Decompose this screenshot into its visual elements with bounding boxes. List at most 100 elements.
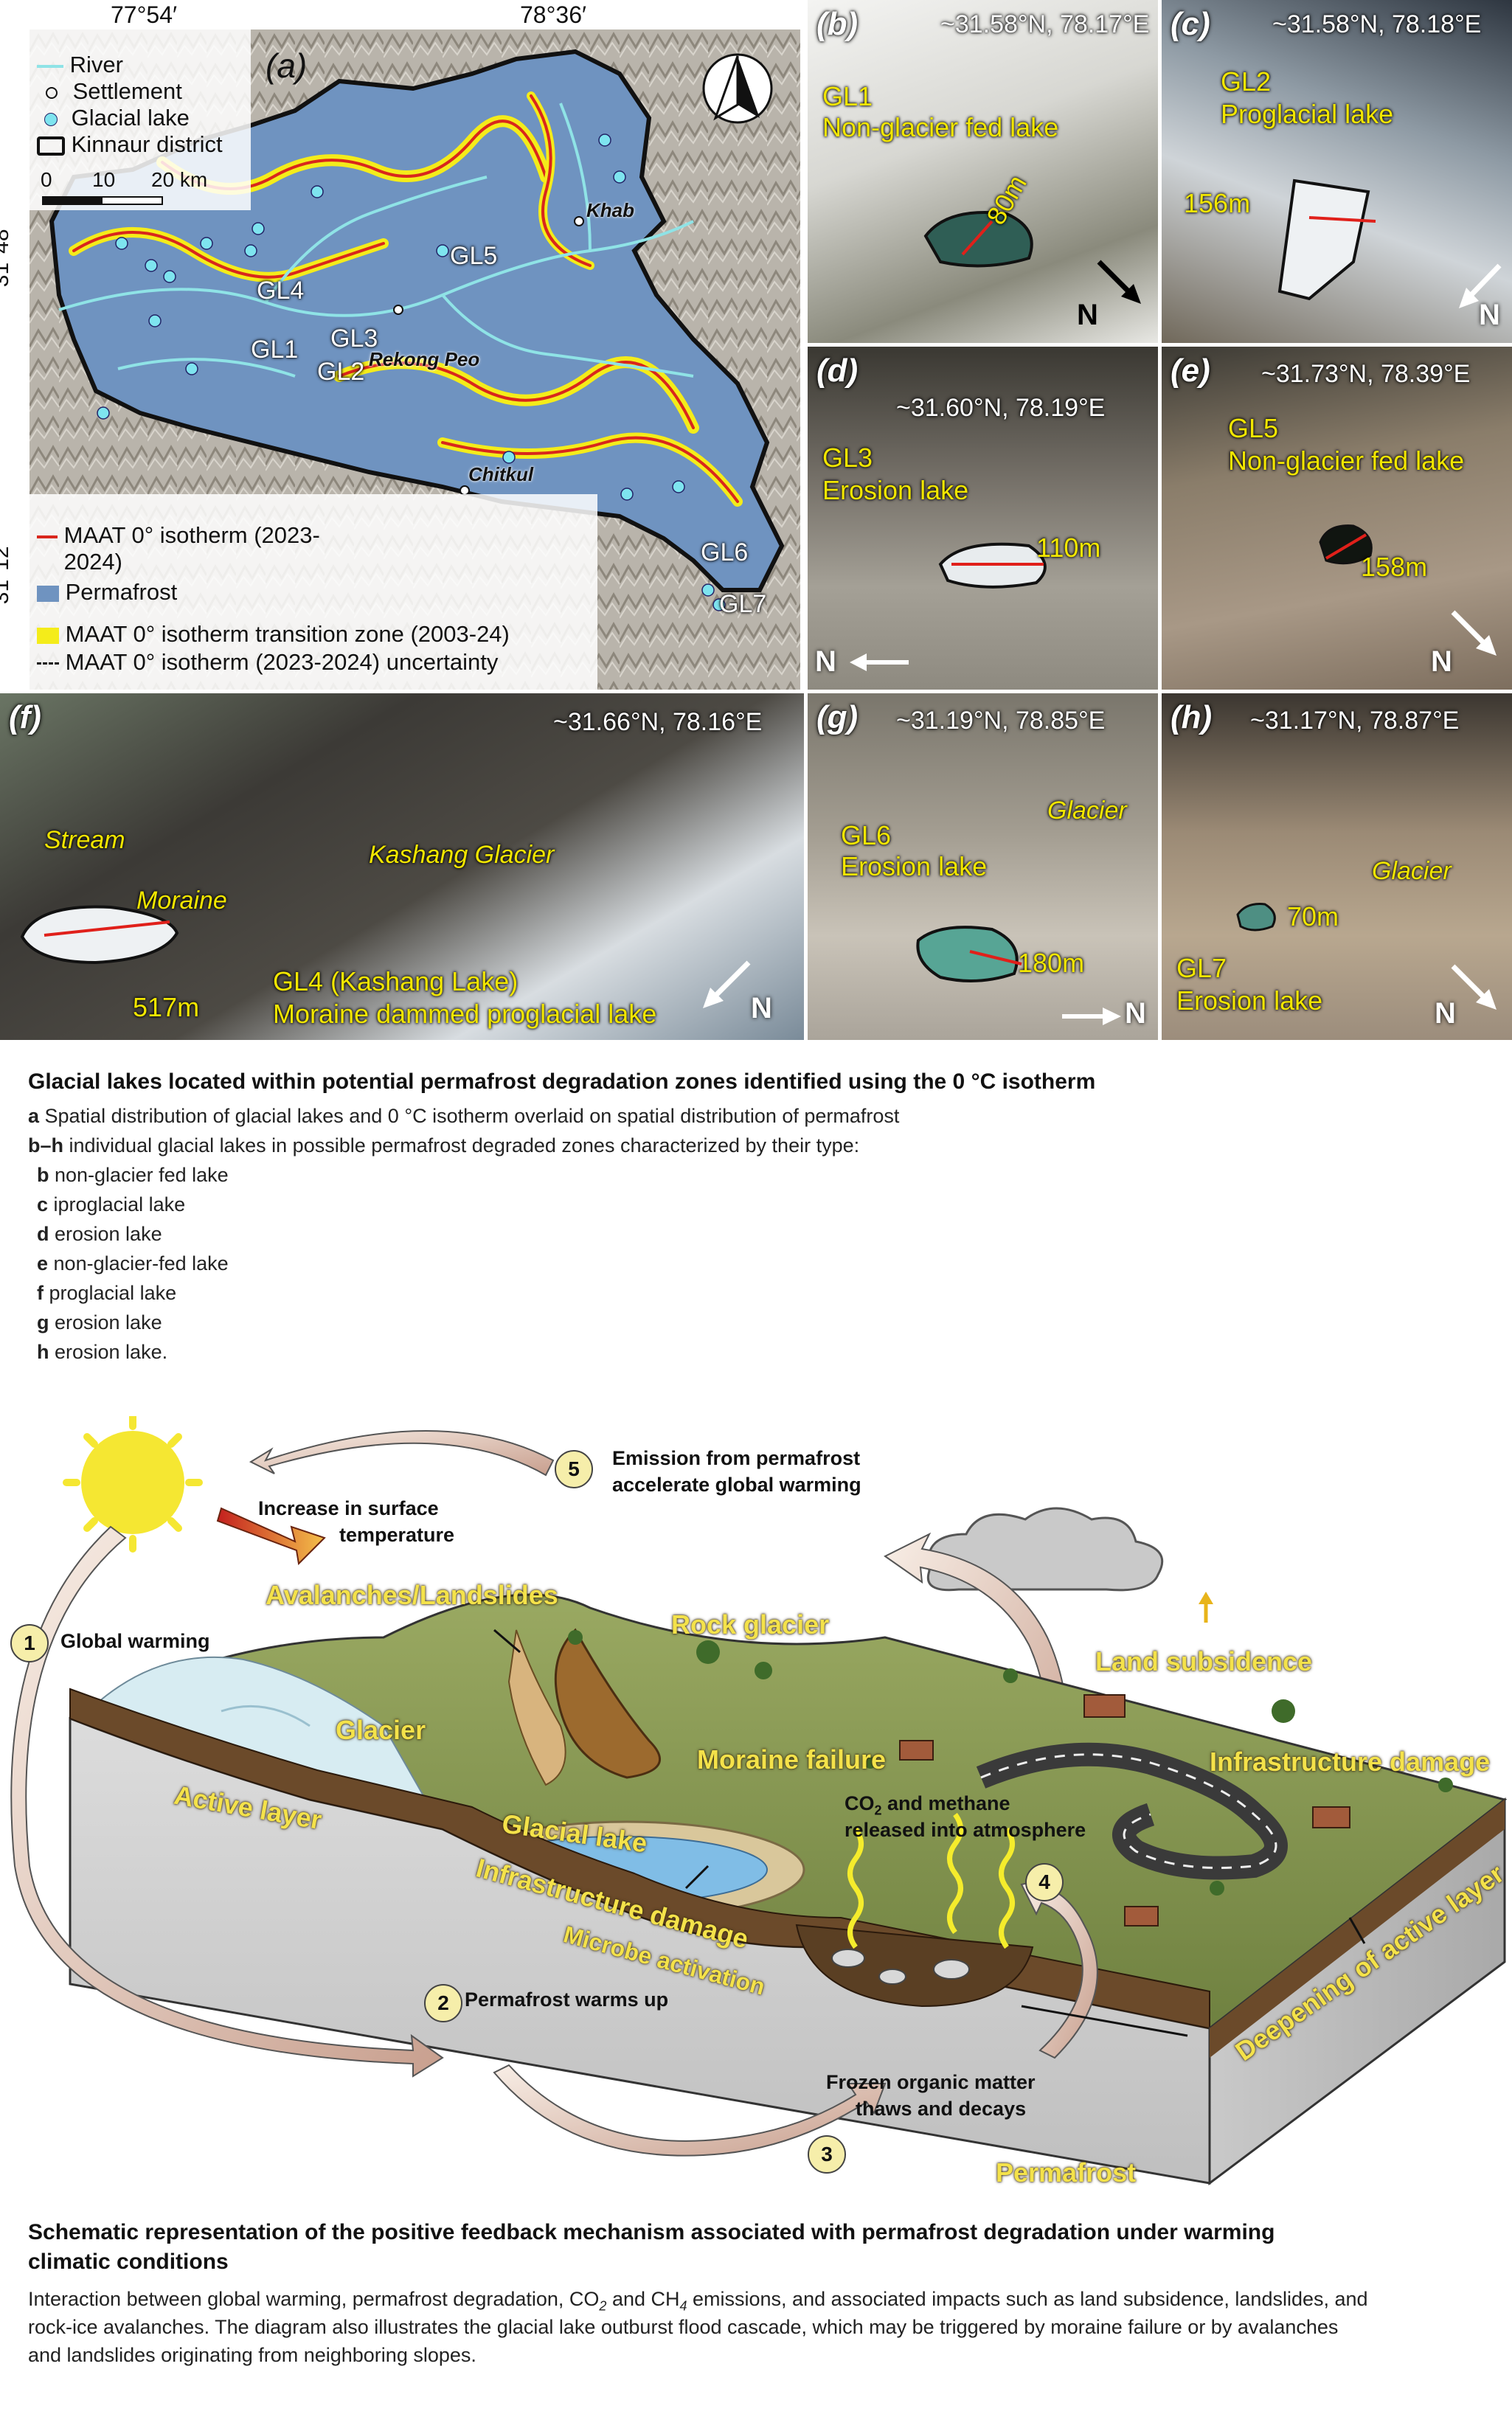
river-line-icon: [37, 64, 63, 68]
label-co2-released: released into atmosphere: [845, 1819, 1086, 1841]
caption-line-d: d erosion lake: [37, 1223, 162, 1246]
lake-dot-icon: [44, 112, 58, 126]
figure-2-caption-body-3: and landslides originating from neighbor…: [28, 2344, 476, 2366]
legend-district-label: Kinnaur district: [71, 131, 223, 157]
panel-h-north-arrow-icon: [1451, 964, 1497, 1010]
label-land-subsidence: Land subsidence: [1095, 1646, 1313, 1676]
map-gl6: GL6: [701, 538, 749, 566]
label-moraine-failure: Moraine failure: [697, 1744, 887, 1775]
settlement-dot-icon: [46, 86, 58, 99]
lake-gl3-shape: [938, 542, 1047, 589]
panel-f-north: N: [751, 992, 772, 1024]
panel-f-id: GL4 (Kashang Lake): [273, 966, 519, 996]
caption-text: non-glacier-fed lake: [48, 1252, 229, 1275]
legend-transition-label: MAAT 0° isotherm transition zone (2003-2…: [65, 621, 510, 647]
caption-text: erosion lake: [49, 1223, 162, 1245]
map-gl1: GL1: [251, 336, 299, 364]
legend-river-label: River: [69, 52, 123, 77]
map-gl4: GL4: [257, 277, 305, 305]
panel-h-id: GL7: [1176, 953, 1227, 983]
panel-b-type: Non-glacier fed lake: [822, 112, 1059, 142]
panel-f-coord: ~31.66°N, 78.16°E: [553, 708, 763, 736]
panel-f-stream: Stream: [44, 826, 125, 854]
panel-e-north: N: [1431, 645, 1452, 678]
legend-district: Kinnaur district: [37, 131, 223, 158]
lake-gl2-shape: [1277, 178, 1376, 301]
panel-f: (f) ~31.66°N, 78.16°E Stream Moraine Kas…: [0, 693, 804, 1040]
caption-text: proglacial lake: [44, 1282, 177, 1304]
isotherm-line-icon: [37, 535, 58, 538]
panel-d: (d) ~31.60°N, 78.19°E GL3 Erosion lake 1…: [808, 347, 1158, 690]
caption-text: individual glacial lakes in possible per…: [63, 1134, 860, 1156]
lake-gl5-shape: [1319, 524, 1373, 565]
panel-c-tag: (c): [1171, 6, 1210, 42]
caption-text: erosion lake: [49, 1311, 162, 1334]
town-khab: Khab: [586, 199, 634, 221]
caption-key: d: [37, 1223, 49, 1245]
panel-f-tag: (f): [9, 699, 41, 735]
label-rock-glacier: Rock glacier: [671, 1609, 830, 1640]
district-box-icon: [37, 136, 65, 156]
co2-sub: 2: [874, 1803, 882, 1818]
panel-g-type: Erosion lake: [841, 851, 988, 881]
panel-d-type: Erosion lake: [822, 475, 969, 505]
panel-c-id: GL2: [1221, 66, 1272, 97]
panel-c-size: 156m: [1184, 188, 1251, 218]
legend-glacial-lake: Glacial lake: [37, 105, 190, 131]
label-frozen-2: thaws and decays: [856, 2098, 1027, 2120]
caption-text: iproglacial lake: [48, 1193, 186, 1216]
caption-key: g: [37, 1311, 49, 1334]
figure-1: 77°54′ 78°36′ 31°48′ 31°12′: [0, 0, 1512, 1047]
caption-text: Spatial distribution of glacial lakes an…: [39, 1105, 900, 1127]
caption-line-b: b non-glacier fed lake: [37, 1164, 229, 1187]
legend-transition: MAAT 0° isotherm transition zone (2003-2…: [37, 621, 510, 648]
panel-f-moraine: Moraine: [136, 887, 227, 915]
panel-h-tag: (h): [1171, 699, 1213, 735]
label-infra-damage-top: Infrastructure damage: [1210, 1747, 1491, 1777]
caption-key: f: [37, 1282, 44, 1304]
panel-b-north-arrow-icon: [1097, 260, 1141, 304]
panel-g-glacier: Glacier: [1047, 797, 1127, 825]
caption-key: b: [37, 1164, 49, 1186]
figure-2-caption-title-2: climatic conditions: [28, 2250, 229, 2274]
panel-g-tag: (g): [816, 699, 859, 735]
caption-key: e: [37, 1252, 49, 1275]
panel-d-tag: (d): [816, 353, 859, 389]
panel-h-north: N: [1435, 997, 1456, 1030]
caption-key: a: [28, 1105, 40, 1127]
transition-swatch-icon: [37, 627, 59, 644]
panel-b-coord: ~31.58°N, 78.17°E: [940, 10, 1150, 38]
figure-2-diagram: 1 2 3 4 5 Global warming Increase in sur…: [0, 1416, 1512, 2191]
map-tag: (a): [266, 46, 308, 85]
label-permafrost-warms: Permafrost warms up: [465, 1988, 669, 2011]
permafrost-block-diagram: [10, 1416, 1508, 2185]
map-image: [30, 30, 800, 690]
panel-f-kashang-glacier: Kashang Glacier: [369, 841, 555, 869]
legend-settlement-label: Settlement: [72, 78, 182, 104]
figure-2-caption-title-1: Schematic representation of the positive…: [28, 2220, 1275, 2244]
panel-d-north: N: [815, 645, 836, 678]
panel-b-tag: (b): [816, 6, 859, 42]
label-glacier: Glacier: [336, 1715, 426, 1745]
panel-d-coord: ~31.60°N, 78.19°E: [896, 394, 1106, 422]
lake-gl7-shape: [1236, 903, 1276, 932]
cloud-icon: [927, 1507, 1164, 1592]
co2-text-2: and methane: [881, 1792, 1010, 1814]
panel-c-type: Proglacial lake: [1221, 99, 1394, 129]
caption-body-text: emissions, and associated impacts such a…: [687, 2288, 1368, 2310]
panel-h: (h) ~31.17°N, 78.87°E Glacier 70m GL7 Er…: [1162, 693, 1512, 1040]
panel-c-north-arrow-icon: [1459, 263, 1502, 308]
panel-c-coord: ~31.58°N, 78.18°E: [1272, 10, 1482, 38]
uncertainty-line-icon: [37, 662, 59, 665]
panel-f-type: Moraine dammed proglacial lake: [273, 999, 657, 1029]
step-2: 2: [424, 1984, 462, 2022]
panel-c: (c) ~31.58°N, 78.18°E GL2 Proglacial lak…: [1162, 0, 1512, 343]
caption-line-g: g erosion lake: [37, 1311, 162, 1334]
scale-bar-shape: [42, 196, 163, 205]
label-global-warming: Global warming: [60, 1630, 210, 1652]
map-gl5: GL5: [450, 242, 498, 270]
panel-f-north-arrow-icon: [703, 960, 751, 1008]
permafrost-swatch-icon: [37, 585, 59, 602]
panel-e: (e) ~31.73°N, 78.39°E GL5 Non-glacier fe…: [1162, 347, 1512, 690]
panel-g-north-arrow-icon: [1062, 1008, 1121, 1025]
